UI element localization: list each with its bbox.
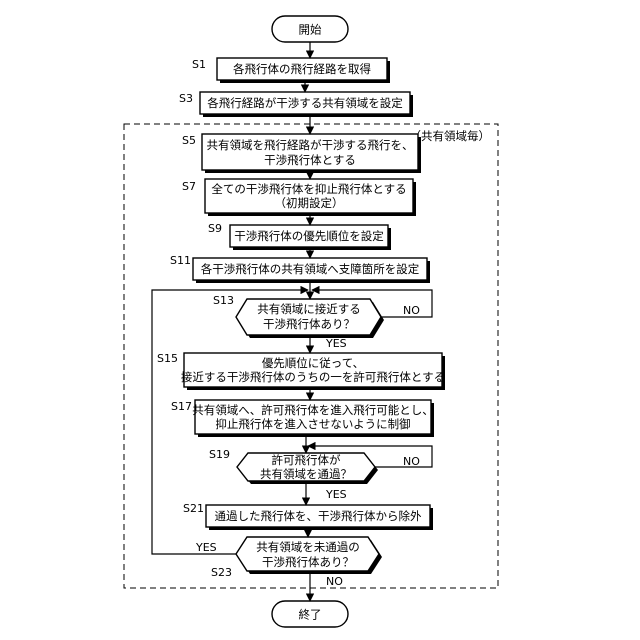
step-s9-label: S9 xyxy=(208,222,222,235)
step-s11-label: S11 xyxy=(170,254,191,267)
decision-s19-text-2: 共有領域を通過？ xyxy=(260,467,352,481)
region-label: （共有領域毎） xyxy=(410,129,491,143)
step-s21: 通過した飛行体を、干渉飛行体から除外 S21 xyxy=(183,502,433,530)
end-text: 終了 xyxy=(299,608,322,622)
step-s5-label: S5 xyxy=(182,134,196,147)
branch-s19-no: NO xyxy=(403,455,420,468)
step-s5-text-2: 干渉飛行体とする xyxy=(264,153,356,167)
decision-s23-text-1: 共有領域を未通過の xyxy=(256,540,360,554)
step-s15-text-1: 優先順位に従って、 xyxy=(262,356,364,370)
decision-s23-text-2: 干渉飛行体あり？ xyxy=(262,555,354,569)
step-s11: 各干渉飛行体の共有領域へ支障箇所を設定 S11 xyxy=(170,254,430,283)
step-s3-text: 各飛行経路が干渉する共有領域を設定 xyxy=(207,96,403,110)
step-s17-label: S17 xyxy=(171,400,192,413)
decision-s13-text-1: 共有領域に接近する xyxy=(257,302,361,316)
step-s3: 各飛行経路が干渉する共有領域を設定 S3 xyxy=(179,92,413,117)
decision-s19: 許可飛行体が 共有領域を通過？ S19 xyxy=(209,448,378,484)
decision-s19-label: S19 xyxy=(209,448,230,461)
step-s1: 各飛行体の飛行経路を取得 S1 xyxy=(192,58,390,83)
step-s11-text: 各干渉飛行体の共有領域へ支障箇所を設定 xyxy=(201,262,420,276)
decision-s19-text-1: 許可飛行体が xyxy=(272,453,341,467)
start-text: 開始 xyxy=(299,23,322,37)
step-s15: 優先順位に従って、 接近する干渉飛行体のうちの一を許可飛行体とする S15 xyxy=(157,352,445,390)
step-s3-label: S3 xyxy=(179,92,193,105)
decision-s23: 共有領域を未通過の 干渉飛行体あり？ S23 xyxy=(211,537,382,579)
branch-s23-no: NO xyxy=(326,575,343,588)
step-s5: 共有領域を飛行経路が干渉する飛行を、 干渉飛行体とする S5 xyxy=(182,134,421,173)
decision-s13-label: S13 xyxy=(213,294,234,307)
step-s17: 共有領域へ、許可飛行体を進入飛行可能とし、 抑止飛行体を進入させないように制御 … xyxy=(171,400,434,437)
step-s21-text: 通過した飛行体を、干渉飛行体から除外 xyxy=(215,509,422,523)
step-s21-label: S21 xyxy=(183,502,204,515)
step-s7-text-2: （初期設定） xyxy=(275,196,344,210)
decision-s13-text-2: 干渉飛行体あり？ xyxy=(263,317,355,331)
branch-s23-yes: YES xyxy=(195,541,217,554)
step-s9: 干渉飛行体の優先順位を設定 S9 xyxy=(208,222,391,250)
step-s9-text: 干渉飛行体の優先順位を設定 xyxy=(234,229,384,243)
step-s7-label: S7 xyxy=(182,180,196,193)
step-s15-text-2: 接近する干渉飛行体のうちの一を許可飛行体とする xyxy=(181,370,445,384)
step-s7: 全ての干渉飛行体を抑止飛行体とする （初期設定） S7 xyxy=(182,179,416,216)
step-s1-label: S1 xyxy=(192,58,206,71)
step-s1-text: 各飛行体の飛行経路を取得 xyxy=(233,62,371,76)
step-s7-text-1: 全ての干渉飛行体を抑止飛行体とする xyxy=(211,182,406,196)
decision-s13: 共有領域に接近する 干渉飛行体あり？ S13 xyxy=(213,294,384,338)
branch-s13-yes: YES xyxy=(325,337,347,350)
branch-s19-yes: YES xyxy=(325,488,347,501)
step-s17-text-1: 共有領域へ、許可飛行体を進入飛行可能とし、 xyxy=(192,403,434,417)
branch-s13-no: NO xyxy=(403,304,420,317)
step-s17-text-2: 抑止飛行体を進入させないように制御 xyxy=(215,417,410,431)
decision-s23-label: S23 xyxy=(211,566,232,579)
step-s5-text-1: 共有領域を飛行経路が干渉する飛行を、 xyxy=(207,138,414,152)
step-s15-label: S15 xyxy=(157,352,178,365)
